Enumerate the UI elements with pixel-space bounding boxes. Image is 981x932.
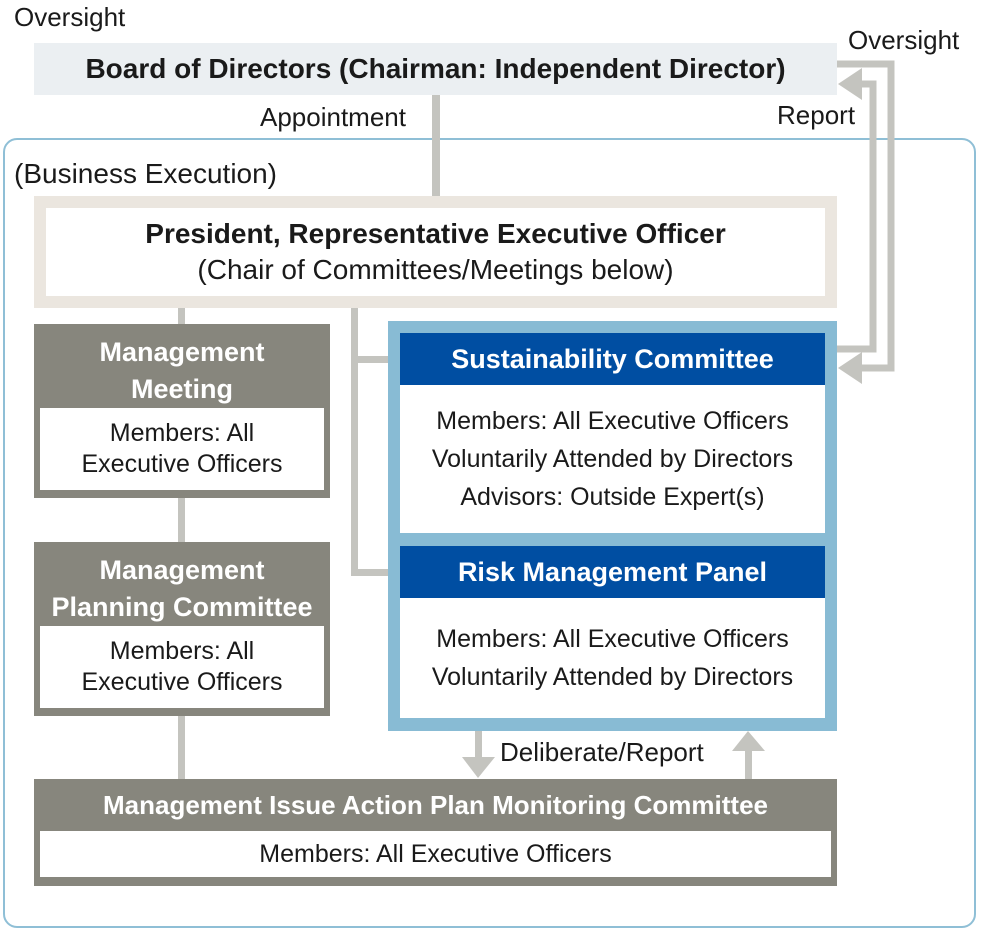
management-meeting-box: Management Meeting Members: All Executiv… bbox=[34, 324, 330, 498]
board-of-directors-box: Board of Directors (Chairman: Independen… bbox=[34, 43, 837, 95]
deliberate-down-arrow-icon bbox=[462, 757, 495, 778]
sustainability-line: Advisors: Outside Expert(s) bbox=[460, 483, 765, 511]
monitoring-committee-members: Members: All Executive Officers bbox=[40, 831, 831, 877]
connector-president-committees bbox=[351, 308, 358, 576]
sustainability-line: Members: All Executive Officers bbox=[436, 407, 789, 435]
board-title: Board of Directors (Chairman: Independen… bbox=[85, 53, 786, 84]
business-execution-label: (Business Execution) bbox=[14, 158, 278, 189]
monitoring-committee-box: Management Issue Action Plan Monitoring … bbox=[34, 779, 837, 886]
president-subtitle: (Chair of Committees/Meetings below) bbox=[197, 254, 674, 285]
management-planning-title-2: Planning Committee bbox=[51, 592, 313, 622]
business-execution-frame bbox=[3, 138, 976, 928]
management-meeting-title-2: Meeting bbox=[130, 374, 233, 404]
connector-president-meeting bbox=[178, 308, 185, 326]
monitoring-committee-title: Management Issue Action Plan Monitoring … bbox=[103, 790, 768, 820]
management-planning-title-1: Management bbox=[99, 555, 265, 585]
sustainability-committee-header: Sustainability Committee bbox=[400, 333, 825, 385]
management-planning-members-2: Executive Officers bbox=[81, 668, 283, 696]
report-arrow-icon bbox=[838, 68, 862, 100]
management-meeting-members-2: Executive Officers bbox=[81, 450, 283, 478]
sustainability-committee-title: Sustainability Committee bbox=[451, 343, 774, 374]
president-title: President, Representative Executive Offi… bbox=[145, 218, 726, 249]
appointment-label: Appointment bbox=[260, 102, 406, 132]
risk-panel-line: Voluntarily Attended by Directors bbox=[431, 663, 794, 691]
report-up-arrow-icon bbox=[732, 731, 765, 751]
connector-planning-monitoring bbox=[178, 714, 185, 780]
appointment-connector bbox=[432, 95, 440, 197]
connector-meeting-planning bbox=[178, 496, 185, 544]
report-label: Report bbox=[777, 100, 856, 130]
deliberate-report-label: Deliberate/Report bbox=[500, 737, 704, 767]
management-meeting-members-1: Members: All bbox=[109, 419, 255, 447]
risk-management-panel-header: Risk Management Panel bbox=[400, 546, 825, 598]
connector-to-sustainability bbox=[351, 356, 401, 363]
risk-management-panel-body: Members: All Executive Officers Voluntar… bbox=[400, 598, 825, 718]
oversight-label: Oversight bbox=[14, 2, 126, 32]
sustainability-line: Voluntarily Attended by Directors bbox=[431, 445, 794, 473]
oversight-arrow-icon bbox=[838, 352, 862, 384]
management-planning-members-1: Members: All bbox=[109, 637, 255, 665]
risk-management-panel-title: Risk Management Panel bbox=[457, 556, 768, 587]
connector-to-risk-panel bbox=[351, 569, 401, 576]
oversight-right-label: Oversight bbox=[848, 25, 960, 55]
risk-panel-line: Members: All Executive Officers bbox=[436, 625, 789, 653]
sustainability-committee-body: Members: All Executive Officers Voluntar… bbox=[400, 385, 825, 533]
management-planning-committee-box: Management Planning Committee Members: A… bbox=[34, 542, 330, 716]
management-meeting-title-1: Management bbox=[99, 337, 265, 367]
president-box: President, Representative Executive Offi… bbox=[34, 196, 837, 308]
